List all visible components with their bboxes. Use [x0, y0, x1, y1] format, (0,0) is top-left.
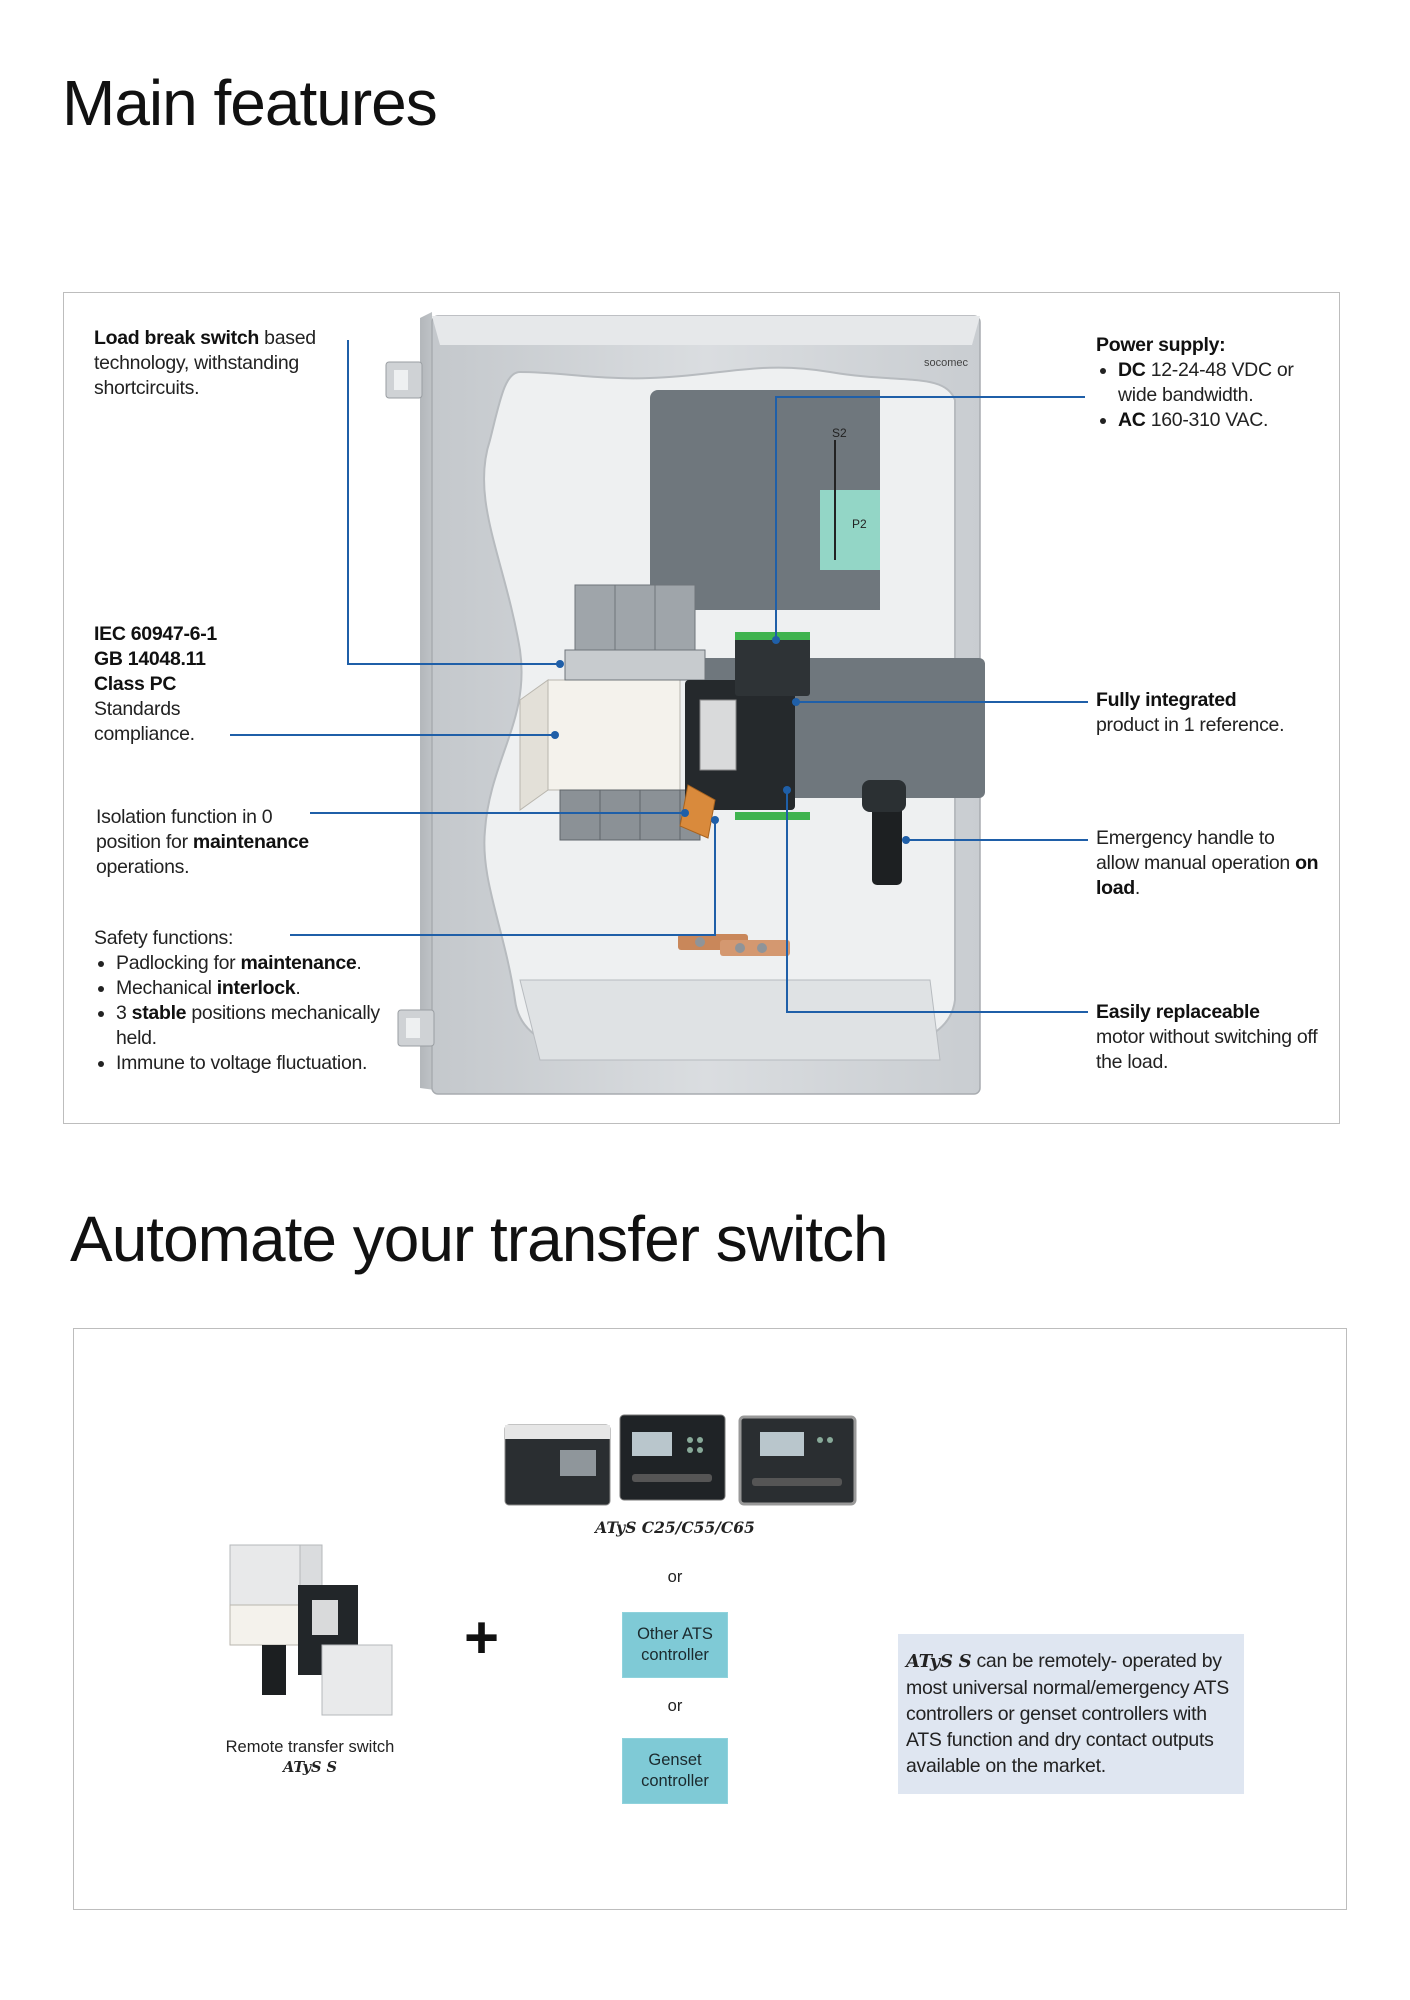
line-power — [775, 396, 1085, 640]
handle-slot — [699, 699, 737, 771]
plus-icon: + — [464, 1604, 500, 1671]
power-item-dc: DC 12-24-48 VDC or wide bandwidth. — [1118, 358, 1316, 408]
emergency-handle — [872, 790, 902, 885]
green-terminal-top — [735, 632, 810, 640]
brand-label: socomec — [924, 357, 969, 369]
switch-side — [519, 679, 549, 811]
callout-lines — [230, 340, 1088, 1013]
callout-load-break: Load break switch based technology, with… — [94, 327, 316, 399]
controllers-caption: ATyS C25/C55/C65 — [595, 1518, 755, 1537]
callout-standards: IEC 60947-6-1 GB 14048.11 Class PC Stand… — [94, 623, 217, 745]
callout-emergency-handle: Emergency handle to allow manual operati… — [1096, 827, 1319, 899]
cabinet-top-rim — [432, 316, 980, 345]
callout-safety: Safety functions: Padlocking for mainten… — [94, 926, 404, 1076]
line-motor — [786, 790, 1088, 1013]
switch-poles-bottom — [559, 789, 701, 841]
atys-s-note: ATyS S can be remotely- operated by most… — [898, 1634, 1244, 1794]
or-label-1: or — [667, 1568, 683, 1586]
safety-item-immune: Immune to voltage fluctuation. — [116, 1051, 404, 1076]
switch-poles-top — [564, 584, 706, 681]
power-module — [735, 636, 810, 696]
main-features-heading: Main features — [62, 67, 438, 139]
bottom-terminals — [678, 934, 790, 956]
green-terminal-bottom — [735, 812, 810, 820]
line-load-break — [347, 340, 560, 665]
s2-label: S2 — [832, 426, 847, 440]
callout-dots — [551, 636, 910, 844]
remote-transfer-switch-label: Remote transfer switch — [225, 1738, 395, 1756]
power-item-ac: AC 160-310 VAC. — [1118, 408, 1316, 433]
p2-label: P2 — [852, 517, 867, 531]
callout-power-supply: Power supply: DC 12-24-48 VDC or wide ba… — [1096, 333, 1316, 433]
p2-indicator — [820, 490, 880, 570]
bottom-tray — [519, 979, 941, 1061]
emergency-handle-grip — [862, 780, 906, 812]
transfer-switch-cabinet-illustration: socomec S2 P2 — [230, 312, 1088, 1095]
callout-isolation: Isolation function in 0 position for mai… — [96, 806, 309, 878]
bottom-hinge-slot — [406, 1018, 420, 1038]
safety-item-interlock: Mechanical interlock. — [116, 976, 404, 1001]
safety-item-stable: 3 stable positions mechanically held. — [116, 1001, 404, 1051]
top-hinge-slot — [394, 370, 408, 390]
remote-transfer-switch-name: ATyS S — [282, 1759, 338, 1776]
line-safety — [290, 820, 716, 936]
safety-item-padlocking: Padlocking for maintenance. — [116, 951, 404, 976]
automate-heading: Automate your transfer switch — [70, 1203, 889, 1275]
switch-body — [547, 679, 681, 791]
or-label-2: or — [667, 1697, 683, 1715]
